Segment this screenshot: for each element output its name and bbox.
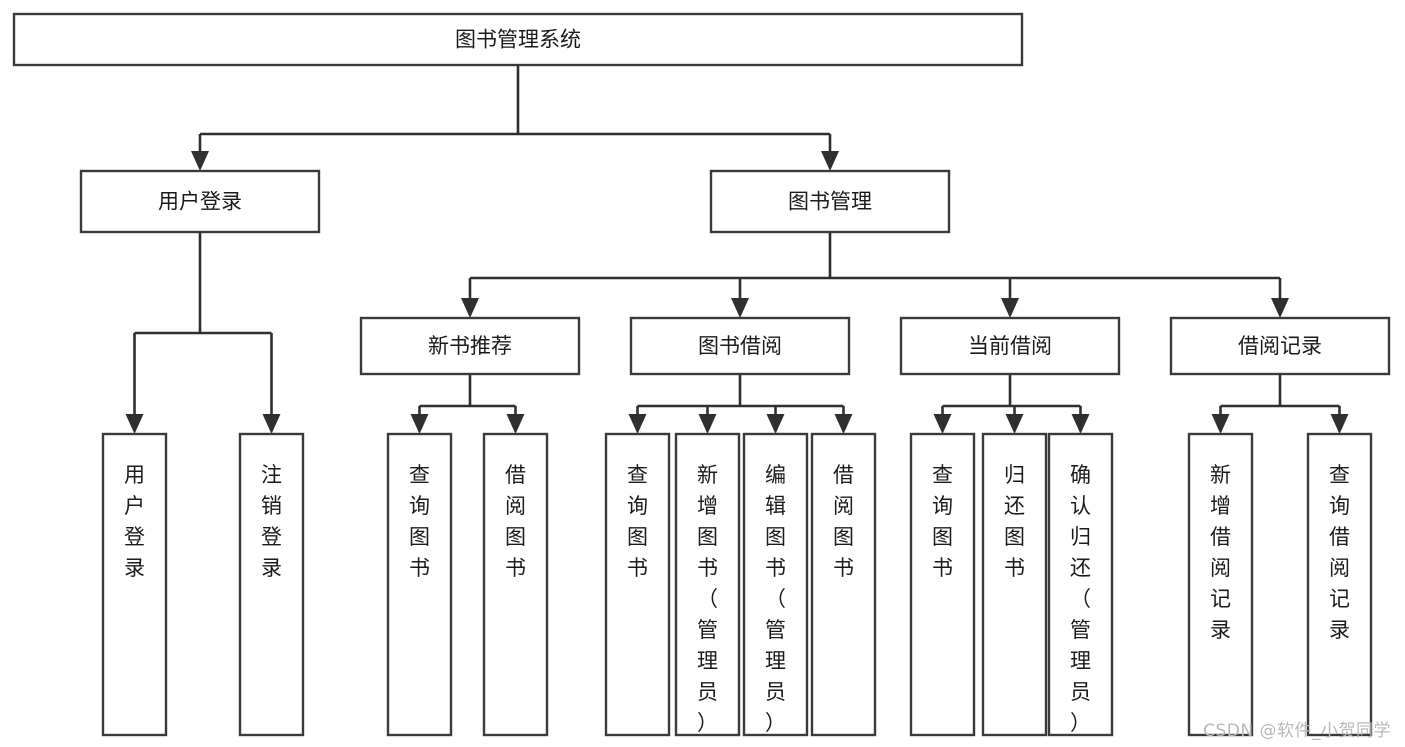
node-leaf-confirm-return[interactable]: 确认归还（管理员） — [1047, 432, 1114, 737]
arrow-head-icon — [191, 151, 209, 171]
node-label: 当前借阅 — [968, 334, 1052, 358]
node-label: 新增借阅记录 — [1210, 463, 1231, 642]
node-box-rect — [12, 12, 1024, 67]
node-label: 图书管理系统 — [455, 28, 581, 52]
arrow-head-icon — [461, 298, 479, 318]
arrow-head-icon — [506, 414, 525, 434]
arrow-head-icon — [731, 298, 749, 318]
node-box-rect — [674, 432, 741, 737]
node-label: 归还图书 — [1004, 463, 1025, 580]
node-box-rect — [482, 432, 549, 737]
node-borrow-record[interactable]: 借阅记录 — [1169, 316, 1391, 376]
arrow-head-icon — [1211, 414, 1230, 434]
node-leaf-add-record[interactable]: 新增借阅记录 — [1187, 432, 1254, 737]
node-leaf-user-login[interactable]: 用户登录 — [101, 432, 168, 737]
arrow-head-icon — [262, 414, 281, 434]
node-box-rect — [604, 432, 671, 737]
node-book-borrow[interactable]: 图书借阅 — [629, 316, 851, 376]
connector-group-new-book-rec — [410, 374, 525, 434]
arrow-head-icon — [1005, 414, 1024, 434]
arrow-head-icon — [766, 414, 785, 434]
node-box-rect — [899, 316, 1121, 376]
node-new-book-rec[interactable]: 新书推荐 — [359, 316, 581, 376]
node-leaf-return-book[interactable]: 归还图书 — [981, 432, 1048, 737]
node-label: 查询图书 — [409, 463, 430, 580]
node-current-borrow[interactable]: 当前借阅 — [899, 316, 1121, 376]
node-book-manage[interactable]: 图书管理 — [709, 169, 951, 234]
node-label: 借阅图书 — [505, 463, 526, 580]
arrow-head-icon — [628, 414, 647, 434]
node-leaf-query-book-3[interactable]: 查询图书 — [909, 432, 976, 737]
node-leaf-query-book-2[interactable]: 查询图书 — [604, 432, 671, 737]
node-box-rect — [810, 432, 877, 737]
node-leaf-add-book[interactable]: 新增图书（管理员） — [674, 432, 741, 737]
node-user-login[interactable]: 用户登录 — [79, 169, 321, 234]
node-box-rect — [1187, 432, 1254, 737]
node-leaf-user-logout[interactable]: 注销登录 — [238, 432, 305, 737]
node-label: 借阅记录 — [1238, 334, 1322, 358]
node-label: 注销登录 — [261, 463, 282, 580]
connector-group-book-borrow — [628, 374, 853, 434]
node-label: 新书推荐 — [428, 334, 512, 358]
node-box-rect — [79, 169, 321, 234]
arrow-head-icon — [698, 414, 717, 434]
node-leaf-query-book-1[interactable]: 查询图书 — [386, 432, 453, 737]
connector-group-borrow-record — [1211, 374, 1349, 434]
node-box-rect — [1047, 432, 1114, 737]
connector-group-user-login — [125, 232, 281, 434]
node-box-rect — [359, 316, 581, 376]
arrow-head-icon — [821, 151, 839, 171]
node-box-rect — [386, 432, 453, 737]
node-leaf-query-record[interactable]: 查询借阅记录 — [1306, 432, 1373, 737]
node-box-rect — [101, 432, 168, 737]
node-label: 图书借阅 — [698, 334, 782, 358]
node-label: 新增图书（管理员） — [697, 463, 718, 735]
node-box-rect — [238, 432, 305, 737]
node-label: 图书管理 — [788, 190, 872, 214]
node-leaf-edit-book[interactable]: 编辑图书（管理员） — [742, 432, 809, 737]
node-label: 查询借阅记录 — [1329, 463, 1350, 642]
arrow-head-icon — [410, 414, 429, 434]
arrow-head-icon — [125, 414, 144, 434]
node-box-rect — [742, 432, 809, 737]
node-label: 用户登录 — [158, 190, 242, 214]
arrow-head-icon — [1271, 298, 1289, 318]
node-boxes: 图书管理系统用户登录图书管理新书推荐图书借阅当前借阅借阅记录用户登录注销登录查询… — [12, 12, 1391, 737]
node-root[interactable]: 图书管理系统 — [12, 12, 1024, 67]
node-leaf-borrow-book-1[interactable]: 借阅图书 — [482, 432, 549, 737]
node-box-rect — [981, 432, 1048, 737]
node-box-rect — [1169, 316, 1391, 376]
node-label: 编辑图书（管理员） — [765, 463, 786, 735]
node-box-rect — [629, 316, 851, 376]
node-label: 查询图书 — [627, 463, 648, 580]
arrow-head-icon — [834, 414, 853, 434]
node-label: 用户登录 — [124, 463, 145, 580]
node-label: 查询图书 — [932, 463, 953, 580]
node-label: 确认归还（管理员） — [1070, 463, 1091, 735]
connector-group-current-borrow — [933, 374, 1090, 434]
node-box-rect — [909, 432, 976, 737]
arrow-head-icon — [1330, 414, 1349, 434]
arrow-head-icon — [1071, 414, 1090, 434]
connector-group-root — [191, 65, 839, 171]
node-label: 借阅图书 — [833, 463, 854, 580]
node-box-rect — [709, 169, 951, 234]
arrow-head-icon — [1001, 298, 1019, 318]
node-leaf-borrow-book-2[interactable]: 借阅图书 — [810, 432, 877, 737]
connector-lines — [125, 65, 1349, 434]
node-box-rect — [1306, 432, 1373, 737]
connector-group-book-manage — [461, 232, 1289, 318]
arrow-head-icon — [933, 414, 952, 434]
